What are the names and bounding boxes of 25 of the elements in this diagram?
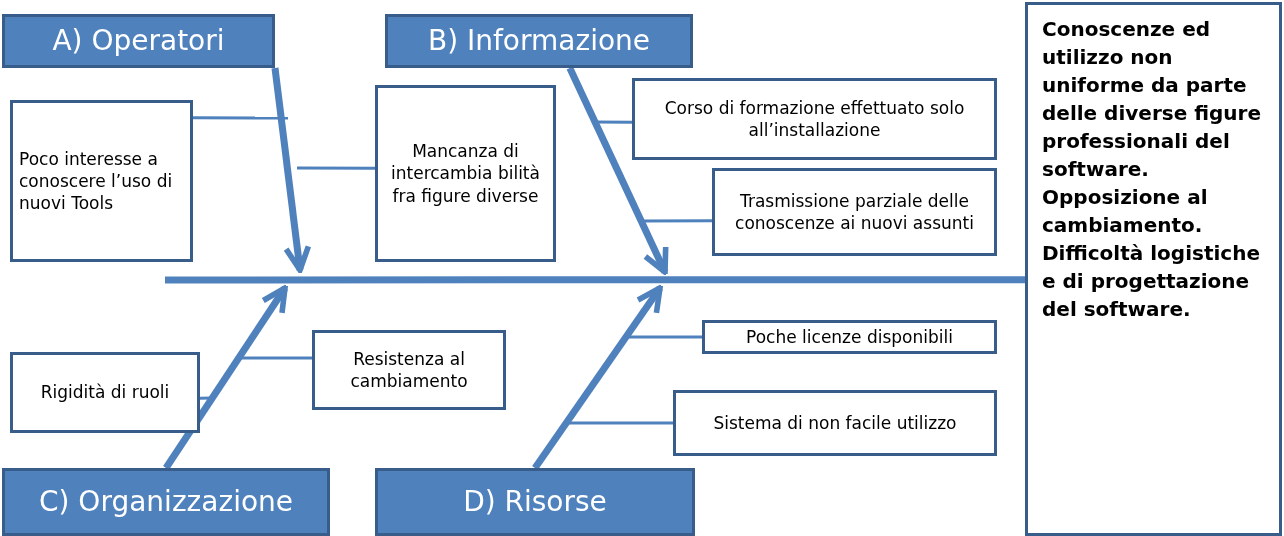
arrow [566,66,669,275]
cause-box: Poche licenze disponibili [702,320,997,354]
cause-box: Mancanza di intercambia bilità fra figure diverse [375,85,556,262]
arrow [271,67,312,273]
category-box: C) Organizzazione [2,468,330,536]
bone-line [193,116,288,120]
category-box: D) Risorse [375,468,695,536]
category-box: B) Informazione [385,14,693,68]
cause-box: Corso di formazione effettuato solo all’installazione [632,78,997,160]
cause-box: Resistenza al cambiamento [312,330,506,410]
bone-line [626,335,702,339]
cause-box: Sistema di non facile utilizzo [673,390,997,456]
bone-line [595,120,632,124]
bone-line [200,396,212,400]
cause-box: Rigidità di ruoli [10,352,200,433]
cause-box: Poco interesse a conoscere l’uso di nuovi Tools [10,100,193,262]
bone-line [641,219,712,223]
bone-line [297,166,375,170]
effect-box: Conoscenze ed utilizzo non uniforme da parte delle diverse figure professionali del software. Opposizione al cambiamento. Difficoltà logistiche e di progettazione del software. [1025,2,1282,536]
category-box: A) Operatori [2,14,275,68]
cause-box: Trasmissione parziale delle conoscenze ai nuovi assunti [712,168,997,256]
arrow [532,285,663,470]
arrow [163,285,288,470]
bone-line [239,356,312,360]
bone-line [566,421,673,425]
